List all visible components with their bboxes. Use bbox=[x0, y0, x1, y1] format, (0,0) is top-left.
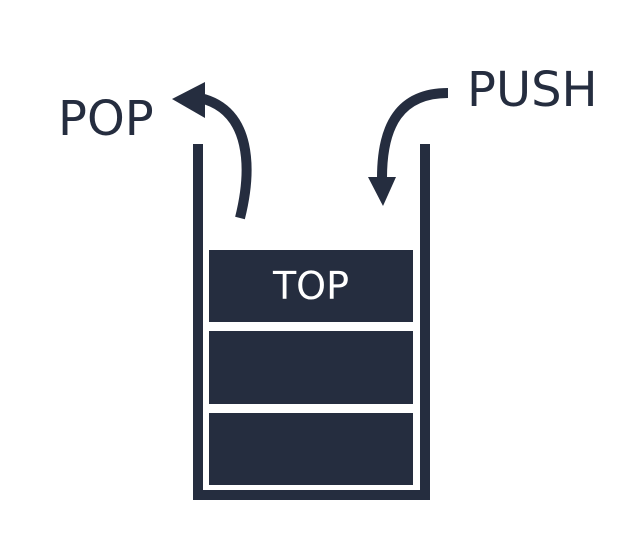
pop-label: POP bbox=[58, 91, 154, 147]
stack-slot-middle-rect bbox=[209, 331, 413, 404]
stack-slot-bottom bbox=[209, 413, 413, 485]
stack-slot-bottom-rect bbox=[209, 413, 413, 485]
stack-container bbox=[193, 144, 430, 500]
stack-slot-top-rect bbox=[209, 250, 413, 322]
stack-slot-top: TOP bbox=[209, 250, 413, 322]
push-label: PUSH bbox=[467, 62, 598, 118]
top-label: TOP bbox=[272, 264, 350, 308]
push-arrow-icon bbox=[368, 88, 449, 206]
pop-arrow-icon bbox=[172, 82, 252, 220]
stack-slot-middle bbox=[209, 331, 413, 404]
